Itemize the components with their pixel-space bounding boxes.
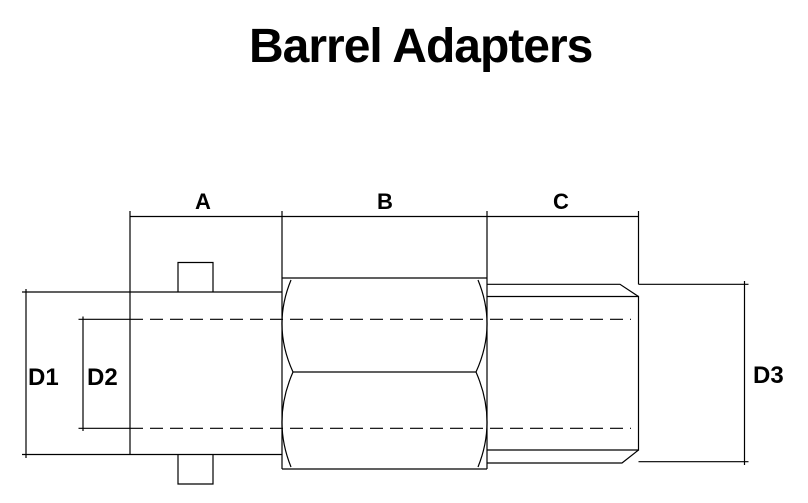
thread-bottom-outer-line xyxy=(487,449,639,464)
thread-minor-outline xyxy=(487,295,640,451)
hex-left-chamfer-arcs xyxy=(281,279,294,468)
dimension-label-c: C xyxy=(553,189,569,214)
dimension-label-d1: D1 xyxy=(28,364,59,391)
thread-top-outer-line xyxy=(487,283,639,298)
dimension-label-a: A xyxy=(195,189,211,214)
dimension-label-d2: D2 xyxy=(87,364,118,391)
dimension-label-d3: D3 xyxy=(753,362,784,389)
hex-right-chamfer-arcs xyxy=(475,279,488,468)
bayonet-lug-bottom xyxy=(177,454,214,485)
dimension-label-b: B xyxy=(377,189,393,214)
page-title: Barrel Adapters xyxy=(249,20,593,73)
bayonet-lug-top xyxy=(177,261,214,292)
